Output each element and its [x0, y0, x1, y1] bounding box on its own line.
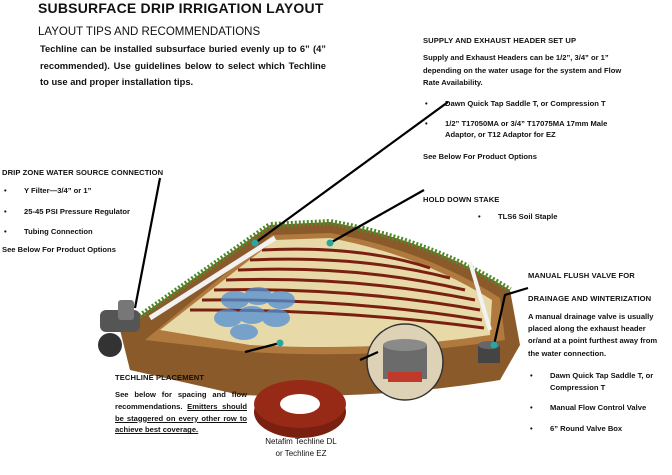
hold-down-title: HOLD DOWN STAKE	[423, 195, 500, 204]
caption-line-1: Netafim Techline DL	[265, 437, 337, 446]
drip-zone-list: Y Filter—3/4” or 1” 25-45 PSI Pressure R…	[2, 185, 182, 238]
page-title: SUBSURFACE DRIP IRRIGATION LAYOUT	[38, 0, 324, 16]
techline-placement-title: TECHLINE PLACEMENT	[115, 373, 205, 382]
leader-lines	[133, 101, 529, 362]
list-item: Y Filter—3/4” or 1”	[2, 185, 182, 197]
drip-zone-title: DRIP ZONE WATER SOURCE CONNECTION	[2, 168, 164, 177]
flush-valve-body: A manual drainage valve is usually place…	[528, 312, 658, 358]
marker-dots	[251, 239, 498, 349]
techline-placement-body: See below for spacing and flow recommend…	[115, 389, 247, 436]
techline-coil	[254, 380, 346, 438]
filter-assembly	[98, 300, 140, 357]
page-subtitle: LAYOUT TIPS AND RECOMMENDATIONS	[38, 26, 261, 38]
flush-valve-detail	[366, 323, 444, 401]
list-item: 25-45 PSI Pressure Regulator	[2, 206, 182, 218]
techline-body-emitters: Emitters should be staggered on every ot…	[115, 401, 247, 435]
techline-coil-caption: Netafim Techline DL or Techline EZ	[248, 436, 354, 460]
flush-valve-list: Dawn Quick Tap Saddle T, or Compression …	[528, 370, 663, 434]
list-item: Manual Flow Control Valve	[528, 402, 663, 414]
drip-zone-see-below: See Below For Product Options	[2, 245, 116, 254]
list-item: Dawn Quick Tap Saddle T, or Compression …	[423, 98, 638, 110]
supply-header-list: Dawn Quick Tap Saddle T, or Compression …	[423, 98, 638, 141]
list-item: 6” Round Valve Box	[528, 423, 663, 435]
caption-line-2: or Techline EZ	[275, 449, 327, 458]
list-item: Tubing Connection	[2, 226, 182, 238]
flush-valve-title-line2: DRAINAGE AND WINTERIZATION	[528, 294, 652, 303]
hold-down-list: TLS6 Soil Staple	[476, 211, 626, 223]
supply-header-body: Supply and Exhaust Headers can be 1/2”, …	[423, 53, 622, 87]
flush-valve-title-line1: MANUAL FLUSH VALVE FOR	[528, 271, 635, 280]
exhaust-header-pipe	[468, 261, 492, 331]
techline-body-plain: See below for spacing and flow recommend…	[115, 390, 247, 411]
supply-see-below: See Below For Product Options	[423, 152, 537, 161]
list-item: TLS6 Soil Staple	[476, 211, 626, 223]
list-item: 1/2” T17050MA or 3/4” T17075MA 17mm Male…	[423, 118, 638, 141]
supply-header-pipe	[148, 235, 277, 321]
supply-header-title: SUPPLY AND EXHAUST HEADER SET UP	[423, 36, 577, 45]
intro-paragraph: Techline can be installed subsurface bur…	[40, 43, 326, 87]
list-item: Dawn Quick Tap Saddle T, or Compression …	[528, 370, 663, 393]
water-pattern	[214, 287, 295, 340]
grass-edge	[118, 218, 512, 333]
